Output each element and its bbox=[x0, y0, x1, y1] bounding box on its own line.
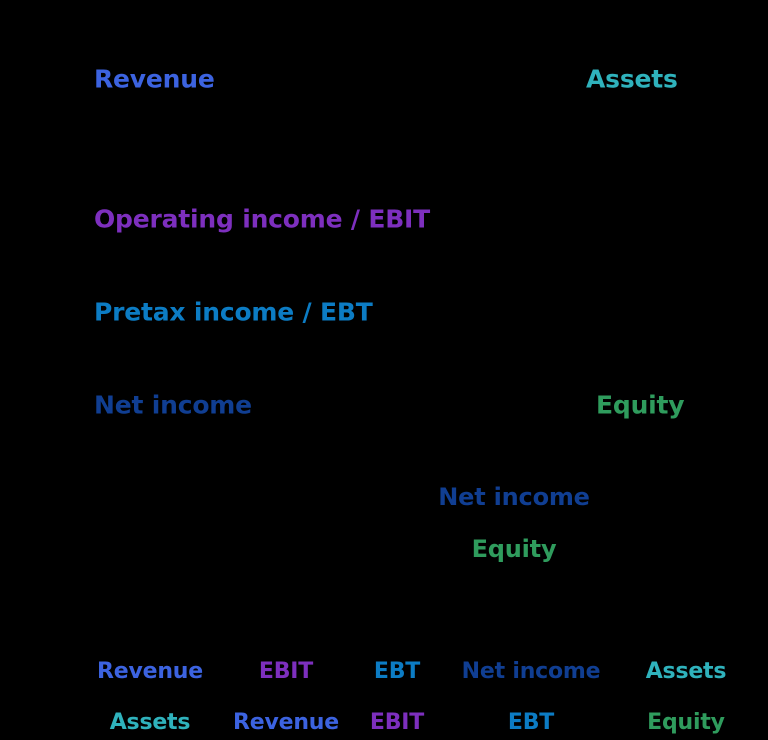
label-net-income: Net income bbox=[94, 390, 252, 420]
label-revenue: Revenue bbox=[94, 64, 215, 94]
term-1-numerator: Revenue bbox=[97, 659, 203, 684]
label-assets: Assets bbox=[586, 64, 678, 94]
term-5-denominator: Equity bbox=[647, 710, 725, 735]
term-4-denominator: EBT bbox=[507, 710, 555, 735]
roe-numerator-net-income: Net income bbox=[438, 483, 590, 511]
label-pretax-income-ebt: Pretax income / EBT bbox=[94, 297, 373, 327]
term-4-numerator: Net income bbox=[461, 659, 601, 684]
term-3-denominator: EBIT bbox=[369, 710, 425, 735]
label-operating-income-ebit: Operating income / EBIT bbox=[94, 204, 431, 234]
term-2-numerator: EBIT bbox=[258, 659, 314, 684]
term-2-denominator: Revenue bbox=[233, 710, 339, 735]
term-3-numerator: EBT bbox=[373, 659, 421, 684]
term-1-denominator: Assets bbox=[109, 710, 191, 735]
label-equity: Equity bbox=[596, 390, 685, 420]
roe-denominator-equity: Equity bbox=[471, 535, 557, 563]
term-5-numerator: Assets bbox=[645, 659, 727, 684]
